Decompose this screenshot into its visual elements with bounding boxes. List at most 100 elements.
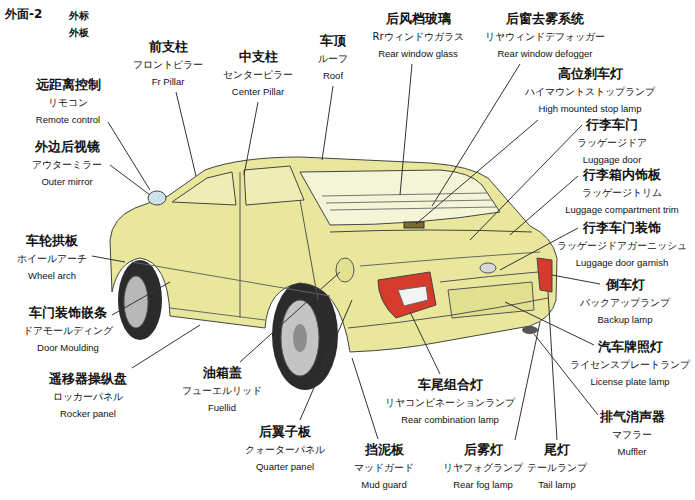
part-name-zh: 汽车牌照灯 — [597, 340, 664, 354]
part-name-en: Wheel arch — [27, 271, 77, 281]
part-name-zh: 遥移器操纵盘 — [48, 372, 128, 386]
part-name-ja: センターピラー — [222, 69, 294, 80]
part-name-ja: テールランプ — [526, 462, 588, 473]
leader-line — [176, 92, 196, 176]
part-name-zh: 中支柱 — [238, 50, 279, 64]
part-name-en: License plate lamp — [589, 377, 670, 387]
part-name-en: Tail lamp — [537, 480, 577, 490]
part-name-zh: 外边后视镜 — [34, 140, 101, 154]
leader-line — [410, 312, 440, 374]
part-name-en: Muffler — [617, 447, 648, 457]
part-name-ja: リヤウィンドデフォッガー — [484, 31, 606, 42]
tail-lamp-lens — [398, 286, 428, 306]
leader-line — [534, 334, 598, 415]
leader-line — [470, 125, 582, 240]
emblem — [480, 263, 496, 273]
leader-lines — [92, 64, 600, 440]
part-name-en: High mounted stop lamp — [538, 104, 643, 114]
leader-line — [112, 282, 170, 315]
part-name-ja: ハイマウントストップランプ — [524, 86, 656, 97]
leader-line — [92, 256, 125, 262]
part-name-zh: 远距离控制 — [35, 78, 102, 92]
leader-line — [322, 86, 333, 160]
part-name-zh: 油箱盖 — [202, 366, 243, 380]
plate-recess — [448, 282, 534, 318]
part-name-en: Quarter panel — [255, 462, 315, 472]
leader-line — [244, 102, 258, 175]
part-name-zh: 后窗去雾系统 — [505, 12, 585, 26]
bumper-line — [348, 298, 548, 328]
front-side-window — [172, 172, 236, 205]
part-name-en: Luggage door garnish — [575, 258, 669, 268]
part-name-ja: ホイールアーチ — [16, 253, 88, 264]
part-name-en: Luggage compartment trim — [564, 205, 680, 215]
leader-line — [432, 64, 520, 206]
leader-line — [400, 64, 412, 195]
part-name-ja: フューエルリッド — [181, 385, 263, 396]
part-name-zh: 后风档玻璃 — [385, 12, 452, 26]
part-name-zh: 后雾灯 — [463, 443, 504, 457]
part-name-ja: リモコン — [47, 97, 89, 108]
part-name-zh: 行李箱内饰板 — [582, 168, 662, 182]
part-name-en: Outer mirror — [40, 177, 93, 187]
leader-line — [548, 292, 557, 440]
rocker-line — [170, 308, 265, 320]
muffler — [522, 326, 538, 334]
part-name-en: Rear combination lamp — [400, 415, 500, 425]
leader-line — [352, 358, 378, 439]
part-name-zh: 倒车灯 — [605, 278, 646, 292]
part-name-zh: 行李车门装饰 — [582, 221, 662, 235]
leader-line — [515, 322, 540, 440]
door-line — [240, 172, 241, 318]
part-name-zh: 尾灯 — [543, 443, 571, 457]
diagram-title: 外面-2 — [4, 8, 43, 21]
part-name-ja: ラッゲージドア — [576, 137, 648, 148]
part-name-ja: ライセンスプレートランプ — [569, 359, 691, 370]
leader-line — [240, 272, 340, 362]
tail-lamp-right — [537, 258, 552, 292]
rear-door-line — [300, 200, 318, 300]
leader-line — [416, 120, 538, 224]
part-name-zh: 行李车门 — [585, 118, 639, 132]
part-name-zh: 前支柱 — [148, 40, 189, 54]
part-name-ja: ラッゲージドアガーニッシュ — [556, 240, 688, 251]
part-name-ja: フロントピラー — [132, 59, 204, 70]
leader-line — [108, 122, 150, 190]
garnish — [440, 272, 538, 282]
part-name-ja: ルーフ — [317, 53, 349, 64]
rear-side-window — [244, 166, 304, 205]
part-name-zh: 排气消声器 — [599, 410, 666, 424]
part-name-zh: 挡泥板 — [364, 443, 405, 457]
part-name-zh: 车轮拱板 — [25, 234, 79, 248]
fuel-lid — [336, 258, 354, 282]
front-tire — [118, 260, 162, 340]
rear-rim — [281, 300, 319, 376]
part-name-en: Remote control — [35, 115, 101, 125]
part-name-ja: Rrウィンドウガラス — [371, 31, 464, 42]
part-name-ja: リヤフォグランプ — [442, 462, 524, 473]
part-name-en: Center Pillar — [231, 87, 285, 97]
part-name-ja: ラッゲージトリム — [581, 187, 663, 198]
part-name-en: Roof — [322, 71, 344, 81]
car-body — [110, 157, 557, 352]
part-name-zh: 后翼子板 — [258, 425, 312, 439]
part-name-en: Rear window defogger — [496, 49, 593, 59]
high-stop-lamp — [404, 222, 424, 228]
part-name-ja: ロッカーパネル — [52, 391, 124, 402]
part-name-en: Luggage door — [582, 155, 643, 165]
trunk-edge — [330, 230, 532, 232]
part-name-en: Fuellid — [207, 403, 237, 413]
part-name-ja: ドアモールディング — [22, 325, 114, 336]
trunk-crease — [360, 252, 540, 266]
part-name-zh: 高位刹车灯 — [557, 67, 624, 81]
part-name-zh: 车顶 — [319, 34, 347, 48]
subtitle-label: 外板 — [68, 27, 90, 38]
subtitle-label: 外标 — [68, 10, 90, 21]
rear-hub — [293, 324, 307, 352]
tail-lamp-left — [378, 272, 436, 318]
door-moulding — [132, 262, 330, 296]
part-name-en: Rocker panel — [59, 409, 117, 419]
part-name-zh: 车尾组合灯 — [417, 378, 484, 392]
part-name-ja: クォーターパネル — [244, 444, 326, 455]
